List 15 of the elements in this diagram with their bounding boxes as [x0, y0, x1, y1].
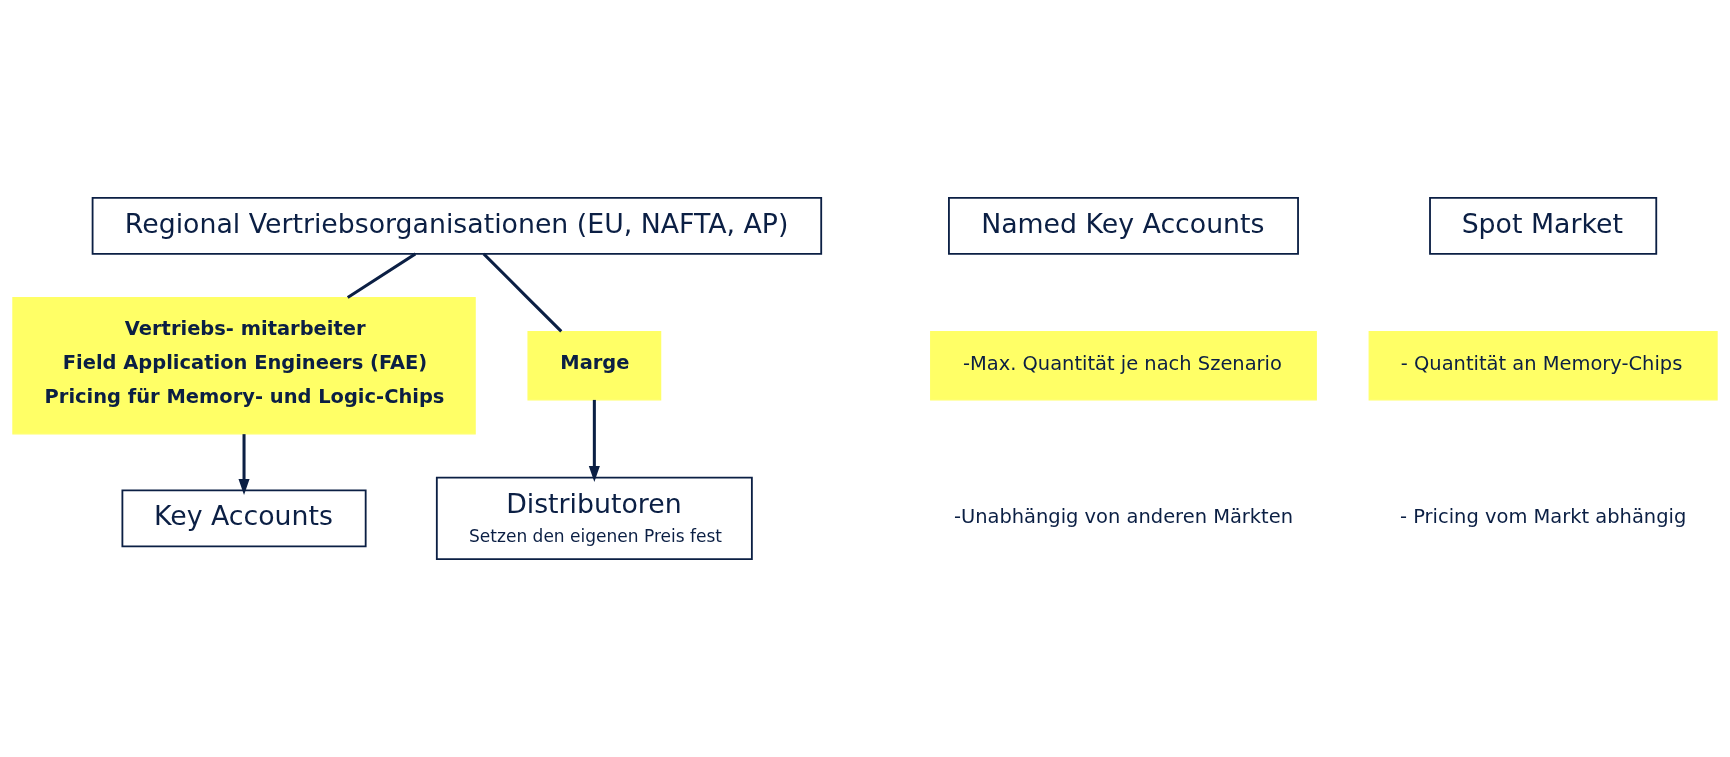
- node-box: - Quantität an Memory-Chips: [1368, 331, 1718, 401]
- node-box: Distributoren Setzen den eigenen Preis fest: [435, 476, 753, 561]
- node-box: Key Accounts: [121, 489, 367, 548]
- node-box: Vertriebs- mitarbeiter Field Application Engineers (FAE) Pricing für Memory- und Logic-Chips: [12, 297, 476, 435]
- arrow: [588, 399, 600, 482]
- label: - Pricing vom Markt abhängig: [1400, 505, 1687, 529]
- connector: [346, 252, 417, 299]
- arrow: [238, 434, 250, 495]
- node-box: Named Key Accounts: [948, 196, 1299, 255]
- connector: [482, 252, 563, 333]
- node-box: Regional Vertriebsorganisationen (EU, NAFTA, AP): [91, 196, 823, 255]
- label: -Unabhängig von anderen Märkten: [953, 505, 1294, 529]
- node-box: Spot Market: [1429, 196, 1658, 255]
- node-box: -Max. Quantität je nach Szenario: [930, 331, 1317, 401]
- node-box: Marge: [527, 331, 662, 401]
